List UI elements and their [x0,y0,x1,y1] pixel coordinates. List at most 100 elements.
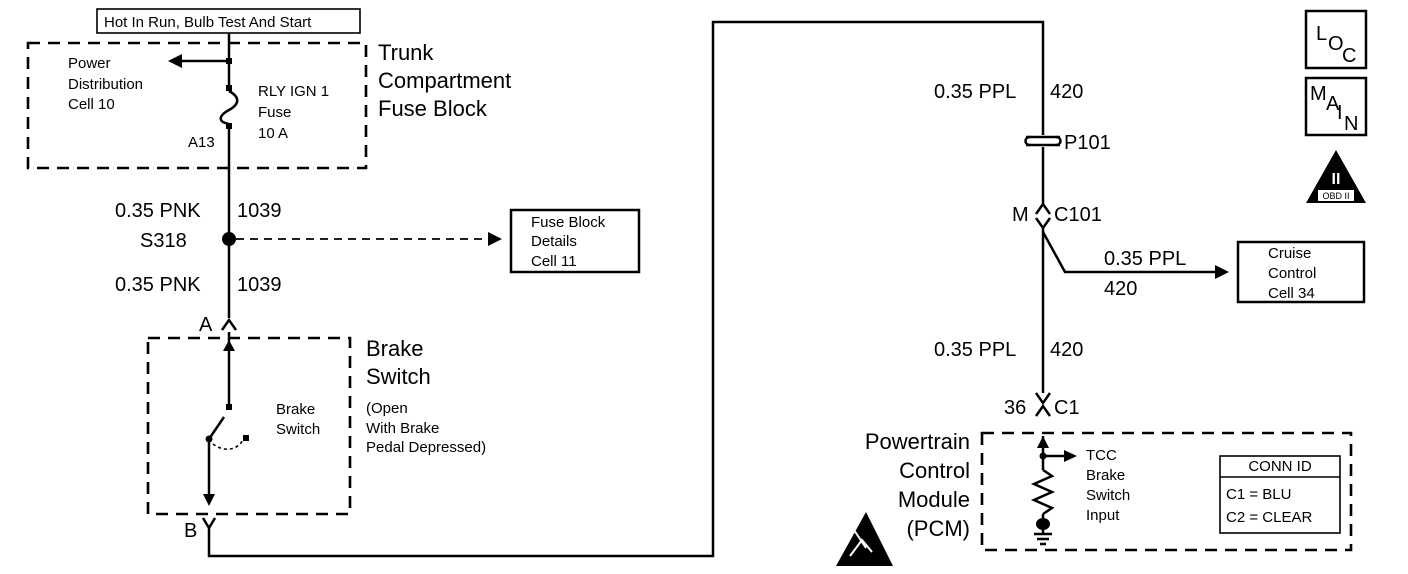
pin-connector-label: C1 [1054,397,1080,419]
fuse-block-title-line: Compartment [378,68,511,93]
branch-circuit-number: 420 [1104,278,1137,300]
brake-switch-note-line: With Brake [366,420,439,437]
tcc-line: Input [1086,507,1120,524]
fuse-details-line: Cell 11 [531,253,577,270]
fuse-details-line: Details [531,233,577,250]
connector-c101-female [1034,201,1052,215]
loc-letter: L [1316,23,1327,45]
fuse-block-title-line: Trunk [378,40,434,65]
wire-420-run [207,20,1045,558]
loc-letter: O [1328,33,1344,55]
arrow-right-icon [488,232,502,246]
arrow-right-icon [1215,265,1229,279]
pcm-title-line: Control [899,458,970,483]
brake-switch-note: (Open With Brake Pedal Depressed) [366,400,486,456]
fuse-block-wiring [168,33,239,318]
branch-wire-label: 0.35 PPL [1104,248,1186,270]
conn-id-row: C1 = BLU [1226,486,1291,503]
fuse-details-line: Fuse Block [531,214,606,231]
power-dist-line: Distribution [68,76,143,93]
terminal-a13: A13 [188,134,215,151]
power-dist-line: Cell 10 [68,96,115,113]
connector-c1-symbol [1034,392,1052,406]
circuit-number: 420 [1050,81,1083,103]
conn-id-title: CONN ID [1248,458,1312,475]
power-distribution-label: Power Distribution Cell 10 [68,55,143,113]
conn-id-table: CONN ID C1 = BLU C2 = CLEAR [1219,455,1341,534]
connector-c101-label: C101 [1054,204,1102,226]
tcc-line: TCC [1086,447,1117,464]
main-letter: M [1310,83,1327,105]
pcm-title-line: Powertrain [865,429,970,454]
header-box-text: Hot In Run, Bulb Test And Start [104,14,312,31]
wire-label: 0.35 PPL [934,339,1016,361]
connector-a-symbol [220,317,238,331]
fuse-label-line: 10 A [258,125,288,142]
main-letter: N [1344,113,1358,135]
obd-text: OBD II [1322,191,1349,201]
obd-ii-icon: II OBD II [1306,150,1366,203]
loc-icon: L O C [1304,9,1368,70]
fuse-icon [219,89,239,126]
header-box: Hot In Run, Bulb Test And Start [96,8,361,34]
cruise-control-box: Cruise Control Cell 34 [1236,240,1366,304]
arrow-right-icon [1064,450,1077,462]
tcc-input-label: TCC Brake Switch Input [1086,447,1130,524]
branch-wire [1041,231,1215,274]
resistor-icon [1030,468,1056,516]
loc-letter: C [1342,45,1356,67]
connector-b-label: B [184,520,197,542]
wire-label: 0.35 PPL [934,81,1016,103]
connector-b-symbol [201,517,217,531]
pcm-input-circuit [1030,436,1077,546]
switch-contact-icon [203,332,249,506]
conn-id-row: C2 = CLEAR [1226,509,1312,526]
connector-a-label: A [199,314,213,336]
circuit-number: 420 [1050,339,1083,361]
connector-p101-label: P101 [1064,132,1111,154]
connector-m-label: M [1012,204,1029,226]
splice-label: S318 [140,230,187,252]
cruise-line: Control [1268,265,1316,282]
brake-switch-title-line: Brake [366,336,423,361]
power-dist-line: Power [68,55,111,72]
circuit-number: 1039 [237,274,282,296]
tcc-line: Switch [1086,487,1130,504]
main-letter: I [1337,102,1343,124]
fuse-label: RLY IGN 1 Fuse 10 A [258,83,329,142]
cruise-line: Cruise [1268,245,1311,262]
fuse-block-title-line: Fuse Block [378,96,488,121]
fuse-block-outline [26,41,368,170]
esd-warning-icon [836,512,893,566]
wire-label: 0.35 PNK [115,200,201,222]
brake-switch-title-line: Switch [366,364,431,389]
fuse-label-line: RLY IGN 1 [258,83,329,100]
fuse-label-line: Fuse [258,104,291,121]
arrow-left-icon [168,54,182,68]
obd-numeral: II [1332,171,1341,188]
brake-switch-outline [146,336,352,516]
main-letter: A [1326,93,1340,115]
wire-label: 0.35 PNK [115,274,201,296]
pcm-title: Powertrain Control Module (PCM) [865,429,970,541]
brake-switch-note-line: (Open [366,400,408,417]
connector-p101-symbol [1024,135,1062,147]
cruise-line: Cell 34 [1268,285,1315,302]
splice-dot [222,232,236,246]
fuse-block-title: Trunk Compartment Fuse Block [378,40,511,121]
circuit-number: 1039 [237,200,282,222]
brake-switch-title: Brake Switch [366,336,431,389]
pcm-title-line: (PCM) [906,516,970,541]
pcm-title-line: Module [898,487,970,512]
brake-switch-note-line: Pedal Depressed) [366,439,486,456]
brake-switch-inner-line: Brake [276,401,315,418]
tcc-line: Brake [1086,467,1125,484]
brake-switch-inner-label: Brake Switch [276,401,320,438]
pin-number: 36 [1004,397,1026,419]
brake-switch-inner-line: Switch [276,421,320,438]
main-icon: M A I N [1304,76,1368,137]
fuse-details-box: Fuse Block Details Cell 11 [509,208,641,274]
connector-c101-male [1034,217,1052,231]
